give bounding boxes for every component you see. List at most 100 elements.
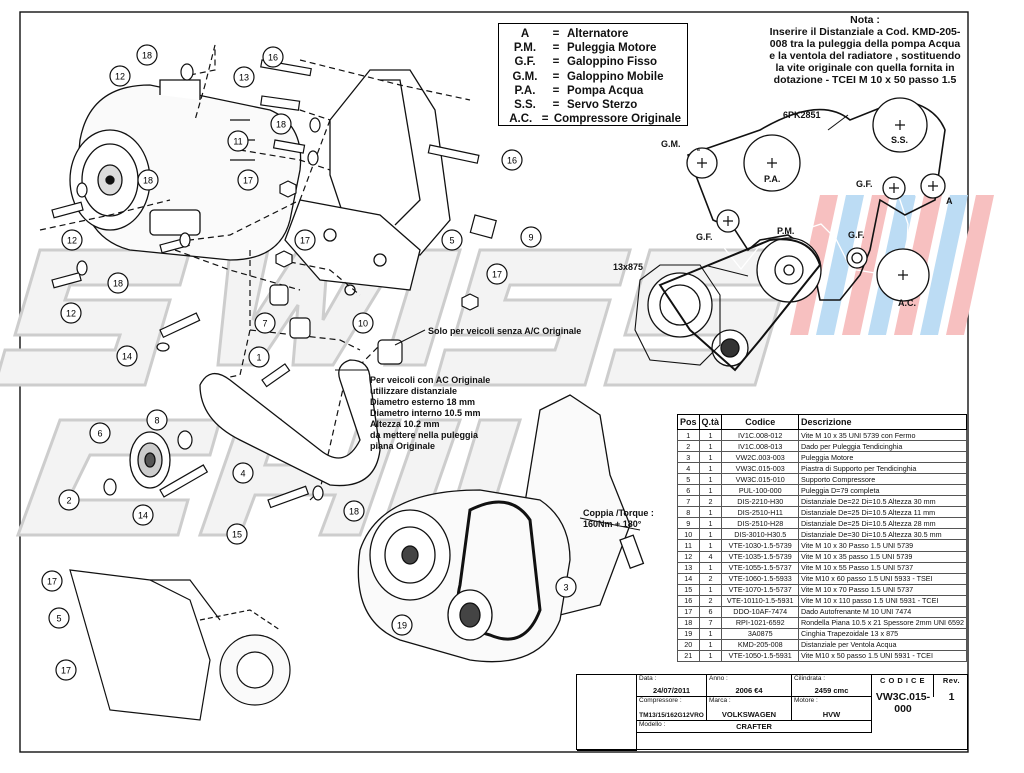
callout-spacer-3: Diametro esterno 18 mm [370, 397, 475, 407]
callout-spacer-1: Per veicoli con AC Originale [370, 375, 490, 385]
cell-desc: Dado Autofrenante M 10 UNI 7474 [797, 605, 968, 618]
cell-desc: Rondella Piana 10.5 x 21 Spessore 2mm UN… [797, 616, 968, 629]
tb-comp-value: TM13/15/162G12VRO [639, 712, 704, 719]
note-line: 008 tra la puleggia della pompa Acqua [769, 38, 961, 50]
cell-code: VTE-1050-1.5-5931 [721, 649, 799, 662]
cell-pos: 19 [677, 627, 700, 640]
label-belt-ac: 13x875 [613, 262, 643, 272]
col-desc: Descrizione [797, 414, 968, 430]
cell-desc: Vite M 10 x 30 Passo 1.5 UNI 5739 [797, 539, 968, 552]
label-gf-left: G.F. [696, 232, 713, 242]
tb-modello: Modello : CRAFTER [637, 721, 872, 733]
cell-pos: 8 [677, 506, 700, 519]
part-bubble: 19 [391, 614, 413, 636]
tb-marca-value: VOLKSWAGEN [721, 710, 777, 719]
part-bubble: 8 [146, 409, 168, 431]
legend-value: Puleggia Motore [567, 42, 657, 55]
tb-cil-value: 2459 cmc [814, 686, 849, 695]
cell-desc: Vite M 10 x 35 passo 1.5 UNI 5739 [797, 550, 968, 563]
part-bubble-number: 18 [349, 507, 359, 517]
compressor-exploded [69, 79, 302, 261]
part-bubble: 14 [116, 345, 138, 367]
part-bubble: 18 [107, 272, 129, 294]
tb-modello-label: Modello : [639, 721, 666, 728]
part-bubble: 18 [343, 500, 365, 522]
part-bubble-number: 10 [358, 319, 368, 329]
part-bubble-number: 12 [66, 309, 76, 319]
cell-pos: 20 [677, 638, 700, 651]
part-bubble-number: 18 [142, 51, 152, 61]
tb-anno: Anno : 2006 €4 [707, 675, 792, 697]
legend-row: G.M.=Galoppino Mobile [505, 70, 681, 84]
cell-desc: Vite M10 x 60 passo 1.5 UNI 5933 - TSEI [797, 572, 968, 585]
cell-desc: Supporto Compressore [797, 473, 968, 486]
part-bubble-number: 16 [507, 156, 517, 166]
legend-equals: = [552, 84, 560, 97]
part-bubble-number: 7 [262, 319, 267, 329]
legend-value: Servo Sterzo [567, 99, 638, 112]
legend-key: G.M. [512, 70, 538, 83]
note-block: Nota : Inserire il Distanziale a Cod. KM… [765, 14, 965, 86]
cell-desc: Dado per Puleggia Tendicinghia [797, 440, 968, 453]
part-bubble-number: 11 [233, 137, 242, 147]
cell-pos: 7 [677, 495, 700, 508]
cell-code: RPI-1021-6592 [721, 616, 799, 629]
cell-pos: 10 [677, 528, 700, 541]
cell-code: 3A0875 [721, 627, 799, 640]
part-bubble-number: 12 [67, 236, 77, 246]
cell-desc: Vite M 10 x 110 passo 1.5 UNI 5931 - TCE… [797, 594, 968, 607]
part-bubble-number: 9 [528, 233, 533, 243]
cell-desc: Puleggia Motore [797, 451, 968, 464]
part-bubble: 18 [137, 169, 159, 191]
callout-spacer-2: utilizzare distanziale [370, 386, 457, 396]
cell-pos: 16 [677, 594, 700, 607]
tb-codice-value: VW3C.015-000 [875, 691, 931, 715]
cell-qty: 1 [698, 473, 723, 486]
part-bubble: 5 [441, 229, 463, 251]
label-a: A [946, 196, 953, 206]
part-bubble-number: 5 [449, 236, 454, 246]
tb-data: Data : 24/07/2011 [637, 675, 707, 697]
compressor-body-small [634, 264, 721, 366]
part-bubble: 17 [486, 263, 508, 285]
part-bubble: 14 [132, 504, 154, 526]
assembly-lines [39, 44, 471, 501]
part-bubble-number: 12 [115, 72, 125, 82]
tb-codice: C O D I C E [872, 675, 934, 697]
tb-anno-label: Anno : [709, 675, 728, 682]
legend-equals: = [552, 56, 560, 69]
part-bubble: 16 [262, 46, 284, 68]
callout-spacer-5: Altezza 10.2 mm [370, 419, 440, 429]
cell-code: VW3C.015-003 [721, 462, 799, 475]
part-bubble: 9 [520, 226, 542, 248]
parts-table-header: Pos Q.tà Codice Descrizione [677, 414, 968, 430]
cell-qty: 1 [698, 506, 723, 519]
tb-compressore: Compressore : TM13/15/162G12VRO [637, 697, 707, 721]
note-line: la vite originale con quella fornita in [775, 62, 955, 74]
cell-desc: Vite M 10 x 70 Passo 1.5 UNI 5737 [797, 583, 968, 596]
part-bubble-number: 14 [138, 511, 148, 521]
part-bubble: 15 [226, 523, 248, 545]
legend-key: A.C. [509, 113, 533, 126]
tb-motore: Motore : HVW [792, 697, 872, 721]
cell-desc: Vite M 10 x 55 Passo 1.5 UNI 5737 [797, 561, 968, 574]
legend-row: G.F.=Galoppino Fisso [505, 55, 681, 69]
ac-belt [658, 238, 822, 372]
cell-pos: 9 [677, 517, 700, 530]
part-bubble: 10 [352, 312, 374, 334]
cell-code: IV1C.008-012 [721, 428, 799, 442]
part-bubble: 13 [233, 66, 255, 88]
legend-equals: = [541, 113, 549, 126]
tb-rev: Rev. [934, 675, 969, 697]
part-bubble-number: 19 [397, 621, 407, 631]
